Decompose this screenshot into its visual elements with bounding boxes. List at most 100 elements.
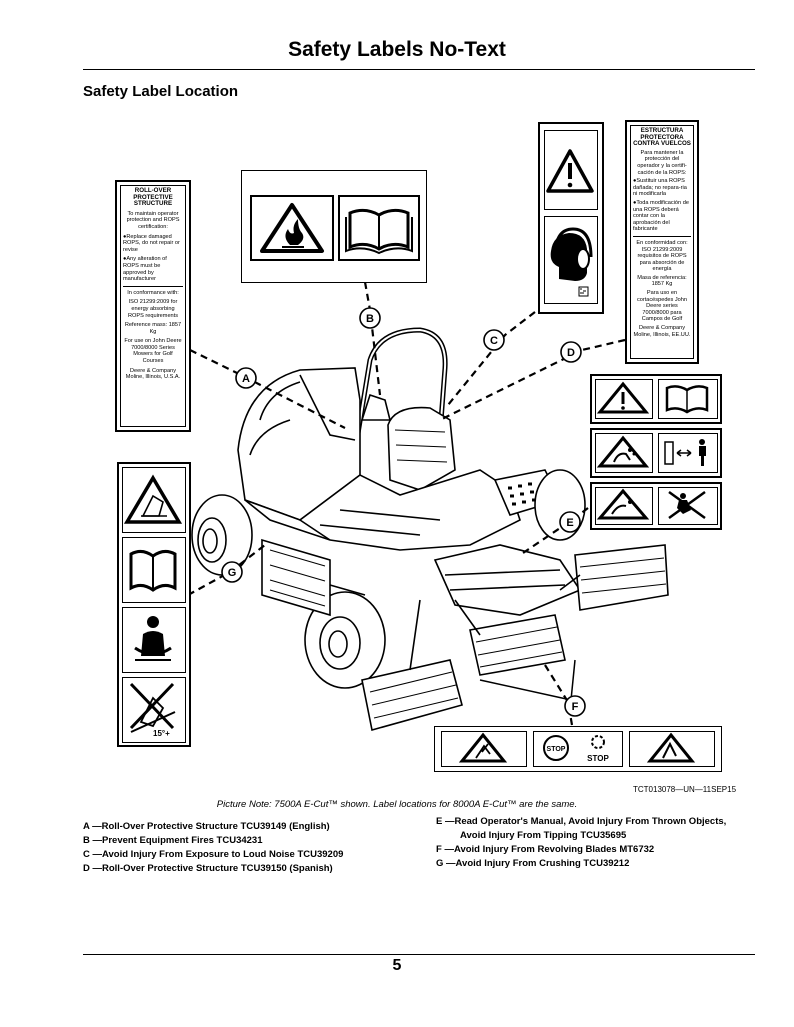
fire-hazard-pictogram bbox=[250, 195, 334, 261]
manual-pictogram bbox=[122, 537, 186, 603]
callout-c bbox=[483, 329, 505, 351]
label-d-text: Masa de referencia: 1857 Kg bbox=[637, 274, 687, 288]
label-a-title: ROLL-OVER PROTECTIVE STRUCTURE bbox=[133, 187, 173, 208]
page-number: 5 bbox=[392, 957, 402, 974]
crushing-hazard-pictogram bbox=[122, 467, 186, 533]
label-d-text: Para mantener la protección del operador… bbox=[637, 149, 687, 176]
ear-protection-icon bbox=[550, 227, 593, 297]
legend-right: E —Read Operator's Manual, Avoid Injury … bbox=[436, 815, 726, 871]
warning-pictogram bbox=[595, 379, 653, 419]
thrown-objects-icon bbox=[596, 435, 650, 468]
keep-distance-icon bbox=[664, 439, 706, 466]
seatbelt-pictogram bbox=[122, 607, 186, 673]
exclamation-warning-icon bbox=[546, 149, 594, 193]
legend-item-e: E —Read Operator's Manual, Avoid Injury … bbox=[436, 816, 727, 827]
mower-illustration: A B C D E F G bbox=[187, 281, 669, 732]
legend-item-a: A —Roll-Over Protective Structure TCU391… bbox=[83, 821, 330, 832]
label-a-text: To maintain operator protection and ROPS… bbox=[126, 210, 180, 230]
legend-item-f: F —Avoid Injury From Revolving Blades MT… bbox=[436, 844, 655, 855]
crushing-warning-icon bbox=[123, 474, 183, 524]
thrown-objects-icon bbox=[596, 488, 650, 520]
manual-pictogram bbox=[658, 379, 718, 419]
stop-engine-pictogram: STOP STOP bbox=[533, 731, 623, 767]
label-d-text: ●Toda modificación de una ROPS deberá co… bbox=[633, 199, 689, 233]
legend-item-b: B —Prevent Equipment Fires TCU34231 bbox=[83, 835, 263, 846]
seatbelt-icon bbox=[134, 616, 172, 661]
callout-b bbox=[359, 307, 381, 329]
blade-warning-icon bbox=[458, 732, 508, 763]
label-a-text: ●Replace damaged ROPS, do not repair or … bbox=[123, 233, 180, 253]
thrown-objects-pictogram bbox=[595, 487, 653, 525]
label-a-text: In conformance with: bbox=[127, 289, 179, 296]
legend-item-c: C —Avoid Injury From Exposure to Loud No… bbox=[83, 849, 344, 860]
manual-pictogram bbox=[338, 195, 420, 261]
label-e-row3 bbox=[590, 482, 722, 530]
legend-item-e-cont: Avoid Injury From Tipping TCU35695 bbox=[460, 830, 627, 841]
label-d-rops-spanish: ESTRUCTURA PROTECTORA CONTRA VUELCOS Par… bbox=[625, 120, 699, 364]
fire-warning-icon bbox=[260, 203, 324, 253]
hand-blade-icon bbox=[646, 732, 696, 763]
callout-e bbox=[559, 511, 581, 533]
callout-letter: C bbox=[490, 335, 498, 347]
callout-f bbox=[564, 695, 586, 717]
label-d-text: Deere & Company Moline, Illinois, EE.UU. bbox=[633, 325, 691, 338]
stop-text: STOP bbox=[587, 754, 609, 763]
label-a-rops-english: ROLL-OVER PROTECTIVE STRUCTURE To mainta… bbox=[115, 180, 191, 432]
label-e-row2 bbox=[590, 428, 722, 478]
reel-front-center bbox=[469, 614, 566, 676]
callout-letter: G bbox=[228, 567, 237, 579]
leader-solid bbox=[479, 659, 576, 701]
mower-drawing bbox=[191, 327, 669, 732]
picture-note: Picture Note: 7500A E-Cut™ shown. Label … bbox=[216, 799, 578, 810]
label-d-title: ESTRUCTURA PROTECTORA CONTRA VUELCOS bbox=[633, 127, 691, 148]
section-heading: Safety Label Location bbox=[83, 83, 239, 100]
label-a-text: ISO 21299:2009 for energy absorbing ROPS… bbox=[127, 299, 179, 319]
label-e-row1 bbox=[590, 374, 722, 424]
reel-front-left bbox=[361, 659, 463, 732]
footer-rule bbox=[83, 954, 755, 955]
callout-a bbox=[235, 367, 257, 389]
book-icon bbox=[345, 208, 413, 255]
legend-left: A —Roll-Over Protective Structure TCU391… bbox=[83, 820, 343, 876]
book-icon bbox=[665, 385, 709, 414]
callout-letter: D bbox=[567, 347, 575, 359]
no-riders-icon bbox=[668, 490, 706, 520]
tipping-icon: 15°+ bbox=[129, 682, 176, 738]
callout-letter: B bbox=[366, 313, 374, 325]
exclamation-warning-icon bbox=[596, 381, 650, 414]
label-d-text: ●Sustituir una ROPS dañada; no repara-ri… bbox=[633, 178, 687, 198]
label-a-text: Deere & Company Moline, Illinois, U.S.A. bbox=[125, 367, 181, 381]
no-riders-pictogram bbox=[658, 487, 718, 525]
warning-pictogram bbox=[544, 130, 598, 210]
callout-g bbox=[221, 561, 243, 583]
book-icon bbox=[129, 549, 177, 592]
figure-code: TCT013078—UN—11SEP15 bbox=[633, 785, 737, 794]
blade-hazard-pictogram bbox=[441, 731, 527, 767]
reel-right bbox=[574, 544, 669, 611]
label-a-text: Reference mass: 1857 Kg bbox=[124, 322, 182, 335]
tilt-angle: 15°+ bbox=[153, 729, 170, 738]
label-g-avoid-crushing: 15°+ bbox=[117, 462, 191, 747]
callout-letter: A bbox=[242, 373, 250, 385]
callout-d bbox=[560, 341, 582, 363]
hand-blade-pictogram bbox=[629, 731, 715, 767]
stop-icon: STOP STOP bbox=[543, 735, 609, 763]
label-d-text: En conformidad con: ISO 21299:2009 requi… bbox=[636, 239, 688, 273]
label-f-revolving-blades: STOP STOP bbox=[434, 726, 722, 772]
header-rule bbox=[83, 69, 755, 70]
legend-item-g: G —Avoid Injury From Crushing TCU39212 bbox=[436, 858, 630, 869]
label-c-loud-noise bbox=[538, 122, 604, 314]
label-b-prevent-fires bbox=[241, 170, 427, 283]
reel-left bbox=[261, 538, 331, 617]
hearing-protection-pictogram bbox=[544, 216, 598, 304]
callout-letter: F bbox=[572, 701, 579, 713]
stop-text: STOP bbox=[547, 746, 566, 753]
thrown-objects-pictogram bbox=[595, 433, 653, 473]
tipping-hazard-pictogram: 15°+ bbox=[122, 677, 186, 743]
keep-distance-pictogram bbox=[658, 433, 718, 473]
label-a-text: For use on John Deere 7000/8000 Series M… bbox=[124, 338, 182, 365]
legend-item-d: D —Roll-Over Protective Structure TCU391… bbox=[83, 863, 333, 874]
page-title: Safety Labels No-Text bbox=[288, 38, 506, 61]
label-d-text: Para uso en cortacéspedes John Deere ser… bbox=[636, 290, 688, 323]
callout-letter: E bbox=[566, 517, 573, 529]
